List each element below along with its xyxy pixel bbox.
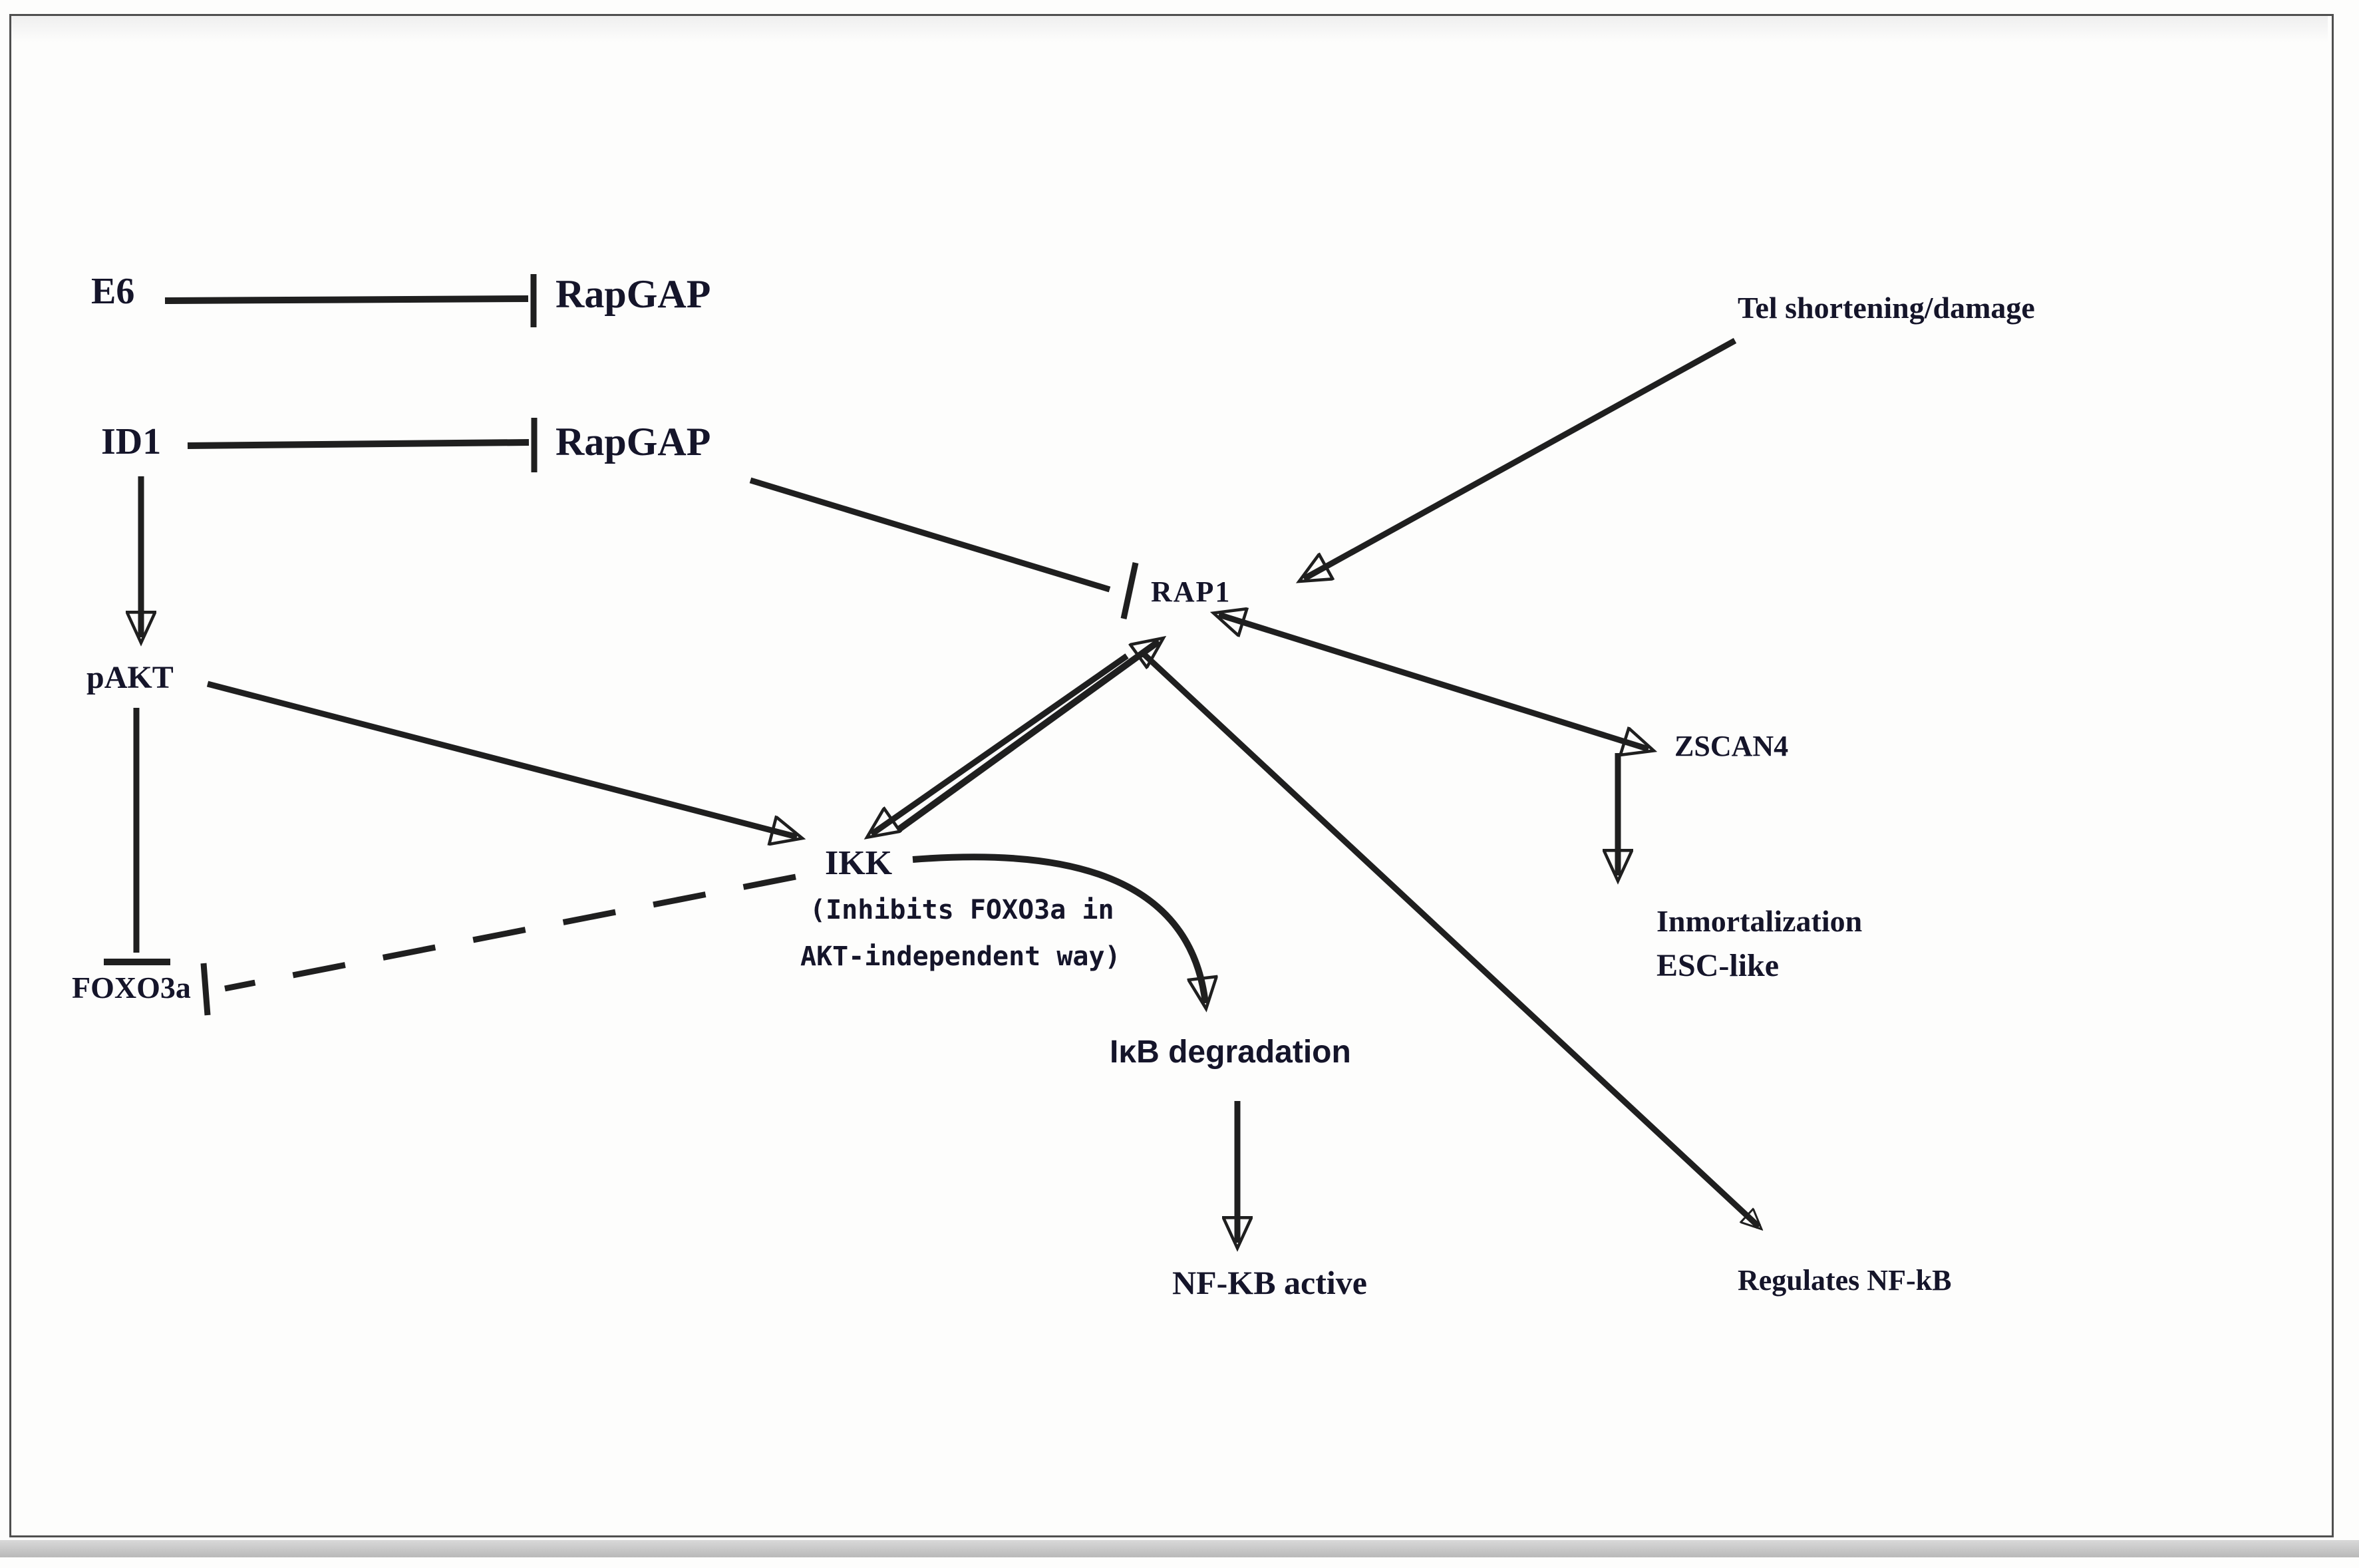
- node-zscan4: ZSCAN4: [1674, 730, 1789, 762]
- node-nfkb-active: NF-KB active: [1172, 1264, 1367, 1301]
- edge-ikk-foxo3a-inhibitor-bar: [200, 963, 211, 1016]
- node-ikk: IKK: [825, 844, 893, 882]
- node-rapgap-bottom: RapGAP: [555, 420, 711, 464]
- edge-rap1-regulatesnfkb-arrow: [1140, 651, 1759, 1227]
- node-rapgap-top: RapGAP: [555, 272, 711, 316]
- node-pakt: pAKT: [86, 660, 174, 695]
- frame-inner-shading: [11, 16, 2328, 43]
- edge-ikk-foxo3a-dashed-line: [224, 873, 796, 992]
- node-ikb-degradation: IκB degradation: [1110, 1034, 1351, 1070]
- node-esc-like: ESC-like: [1656, 948, 1780, 983]
- edge-rapgap-rap1-inhibitor-bar: [1120, 562, 1139, 619]
- edge-ikk-ikb-curved-arrow: [912, 854, 1205, 1003]
- node-inmortalization: Inmortalization: [1656, 904, 1863, 938]
- edge-rapgap-rap1-line: [749, 477, 1111, 593]
- edge-ikk-rap1-arrow: [897, 641, 1159, 832]
- node-rap1: RAP1: [1151, 575, 1231, 608]
- edge-rap1-zscan4-double-arrow: [1219, 615, 1649, 749]
- node-regulates-nfkb: Regulates NF-kB: [1738, 1264, 1952, 1297]
- figure-border-frame: [9, 14, 2334, 1537]
- node-ikk-note-line1: (Inhibits FOXO3a in: [810, 895, 1114, 925]
- edge-tel-rap1-arrow: [1304, 338, 1737, 579]
- edge-id1-rapgap-line: [187, 439, 530, 449]
- edge-rap1-ikk-arrow: [871, 653, 1129, 834]
- edge-pakt-ikk-arrow: [206, 681, 797, 837]
- node-id1: ID1: [101, 421, 162, 462]
- page-bottom-shadow: [0, 1540, 2359, 1557]
- edge-e6-rapgap-line: [164, 295, 529, 304]
- node-e6: E6: [91, 271, 135, 312]
- node-ikk-note-line2: AKT-independent way): [800, 941, 1121, 972]
- node-foxo3a: FOXO3a: [72, 971, 191, 1005]
- node-tel-shortening-damage: Tel shortening/damage: [1738, 291, 2035, 325]
